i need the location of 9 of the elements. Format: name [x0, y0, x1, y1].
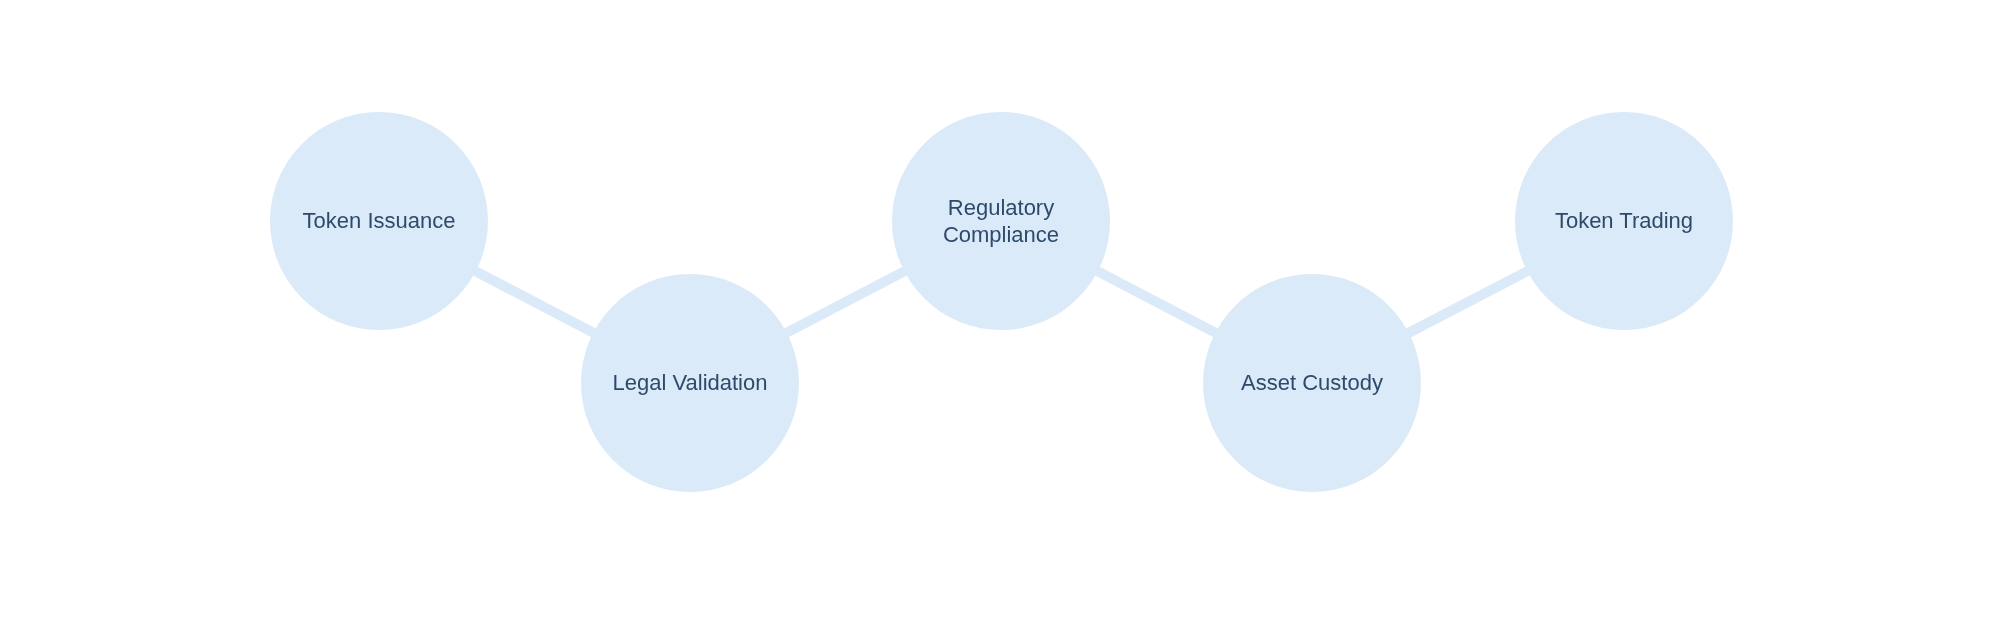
- step-label: Asset Custody: [1241, 369, 1383, 397]
- step-label: Legal Validation: [612, 369, 768, 397]
- step-label: Token Issuance: [302, 207, 456, 235]
- connector-line: [1093, 266, 1220, 338]
- step-label: Token Trading: [1554, 207, 1694, 235]
- connector-line: [782, 266, 909, 338]
- connector-line: [471, 266, 598, 338]
- step-label: Regulatory Compliance: [941, 193, 1061, 249]
- connector-line: [1404, 265, 1532, 339]
